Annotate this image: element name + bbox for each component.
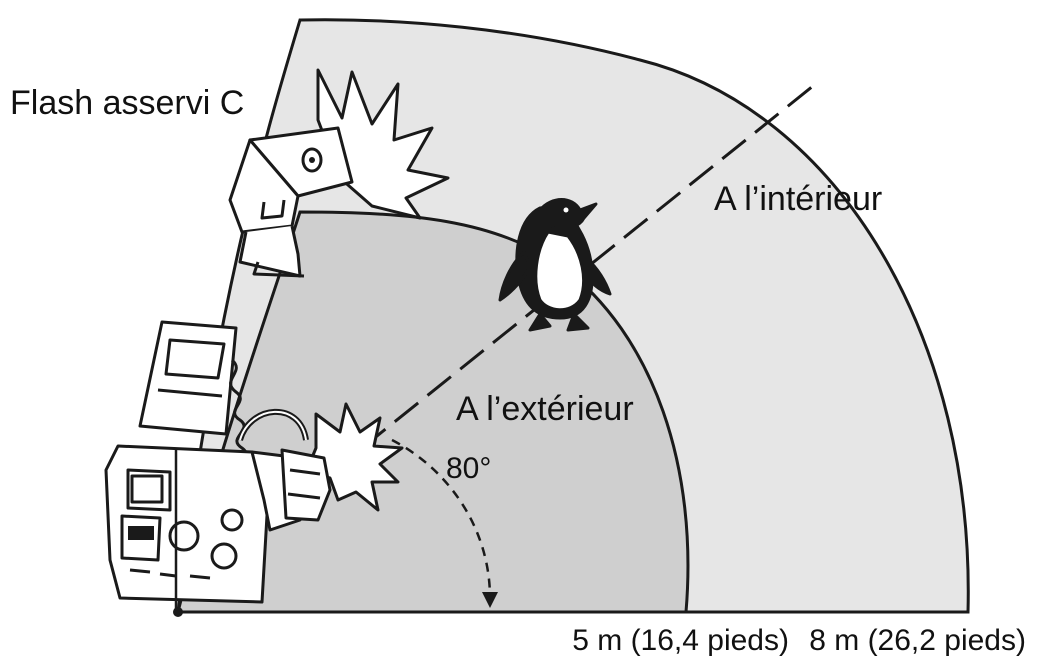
distance-label-8m: 8 m (26,2 pieds) — [809, 624, 1026, 657]
angle-arrow-icon — [482, 592, 498, 608]
camera-icon — [104, 320, 332, 612]
slave-flash-icon — [228, 126, 354, 278]
angle-arc — [391, 438, 492, 599]
indoor-range-label: A l’intérieur — [714, 180, 882, 218]
outdoor-range-label: A l’extérieur — [456, 390, 634, 428]
distance-label-5m: 5 m (16,4 pieds) — [572, 624, 789, 657]
penguin-icon — [498, 198, 612, 332]
slave-flash-label: Flash asservi C — [10, 84, 244, 122]
flash-direction-line — [361, 80, 819, 450]
origin-dot — [173, 607, 183, 617]
angle-label: 80° — [446, 452, 491, 485]
